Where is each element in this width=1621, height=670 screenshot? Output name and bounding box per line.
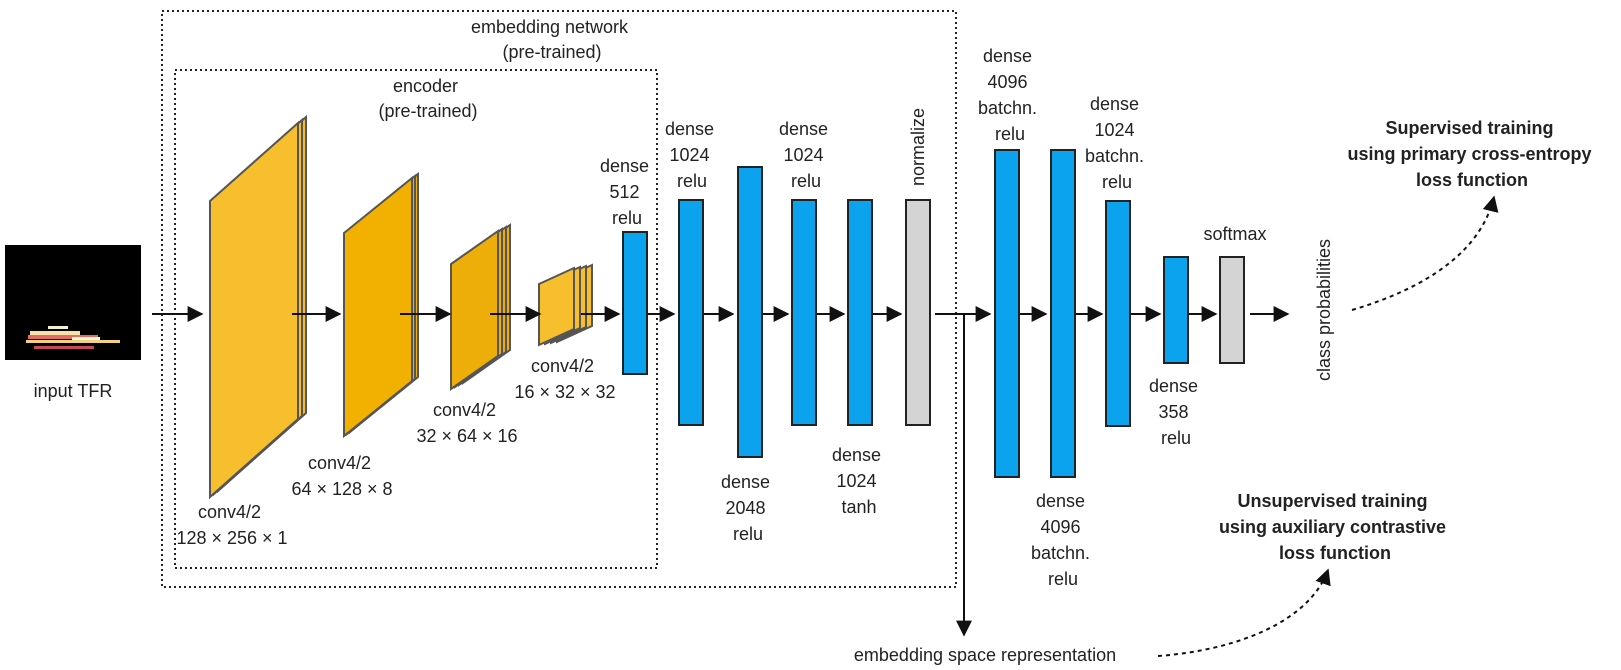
softmax-label: softmax bbox=[1203, 224, 1266, 244]
dense-512-bar bbox=[622, 231, 648, 375]
embedding-network-title: embedding network (pre-trained) bbox=[471, 17, 633, 62]
dense-512-label: dense 512 relu bbox=[600, 156, 654, 228]
normalize-label: normalize bbox=[908, 108, 928, 186]
dense-2048-bar bbox=[737, 166, 763, 458]
dense-1024-relu-bar-1 bbox=[678, 199, 704, 426]
dense-1024-relu-label-1: dense 1024 relu bbox=[665, 119, 719, 191]
embedding-space-label: embedding space representation bbox=[854, 645, 1116, 665]
conv-layer-4 bbox=[538, 263, 593, 347]
encoder-frame bbox=[174, 69, 658, 569]
embedding-network-frame bbox=[161, 10, 957, 588]
conv-layer-3 bbox=[450, 223, 511, 391]
softmax-bar bbox=[1219, 256, 1245, 364]
dense-4096-label-1: dense 4096 batchn. relu bbox=[978, 46, 1042, 144]
conv-label-3: conv4/2 32 × 64 × 16 bbox=[416, 400, 517, 446]
dense-1024-relu-label-2: dense 1024 relu bbox=[779, 119, 833, 191]
arrow-supervised-curve bbox=[1351, 195, 1499, 311]
conv-label-2: conv4/2 64 × 128 × 8 bbox=[291, 453, 392, 499]
dense-1024-tanh-bar bbox=[847, 199, 873, 426]
normalize-bar bbox=[905, 199, 931, 426]
arrow-unsupervised-curve bbox=[1157, 568, 1331, 657]
dense-2048-label: dense 2048 relu bbox=[721, 472, 775, 544]
conv-layer-2 bbox=[343, 171, 419, 439]
dense-1024-tanh-label: dense 1024 tanh bbox=[832, 445, 886, 517]
conv-layer-1 bbox=[209, 114, 307, 500]
dense-4096-bar-2 bbox=[1050, 149, 1076, 478]
dense-1024-batchn-label: dense 1024 batchn. relu bbox=[1085, 94, 1149, 192]
spectrogram-trace bbox=[26, 326, 120, 349]
conv-label-1: conv4/2 128 × 256 × 1 bbox=[176, 502, 287, 548]
unsupervised-training-label: Unsupervised training using auxiliary co… bbox=[1219, 491, 1451, 563]
input-tfr-label: input TFR bbox=[34, 381, 113, 401]
dense-4096-label-2: dense 4096 batchn. relu bbox=[1031, 491, 1095, 589]
dense-1024-batchn-bar bbox=[1105, 200, 1131, 427]
class-probabilities-label: class probabilities bbox=[1314, 239, 1334, 381]
dense-358-label: dense 358 relu bbox=[1149, 376, 1203, 448]
conv-label-4: conv4/2 16 × 32 × 32 bbox=[514, 356, 615, 402]
encoder-title: encoder (pre-trained) bbox=[378, 76, 477, 121]
input-tfr-image bbox=[5, 245, 141, 360]
dense-358-bar bbox=[1163, 256, 1189, 364]
supervised-training-label: Supervised training using primary cross-… bbox=[1347, 118, 1596, 190]
dense-4096-bar-1 bbox=[994, 149, 1020, 478]
flow-arrows bbox=[152, 195, 1499, 657]
dense-1024-relu-bar-2 bbox=[791, 199, 817, 426]
